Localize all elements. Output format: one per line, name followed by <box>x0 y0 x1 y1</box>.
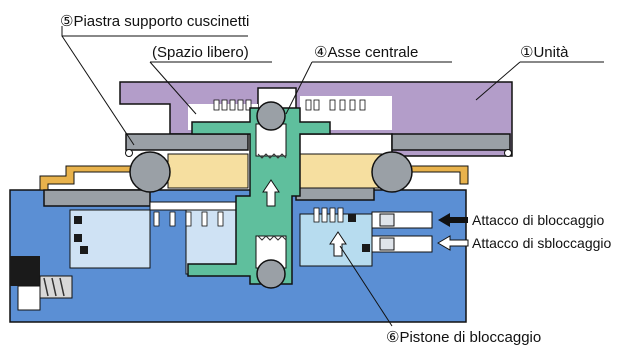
unlock-port-arrow <box>437 235 469 251</box>
lock-port-arrow <box>438 213 468 227</box>
bearing-balls <box>129 151 413 193</box>
label-lock-port: Attacco di bloccaggio <box>472 212 605 228</box>
label-central-axis: ④Asse centrale <box>314 44 418 61</box>
bearing-race <box>149 153 387 211</box>
label-unit: ①Unità <box>520 44 569 61</box>
bearing-support-plates <box>43 133 512 207</box>
label-free-space: (Spazio libero) <box>152 44 249 61</box>
label-unlock-port: Attacco di sbloccaggio <box>472 235 612 251</box>
central-axis <box>187 101 331 289</box>
guide-slots <box>153 207 344 227</box>
label-bearing-plate: ⑤Piastra supporto cuscinetti <box>60 13 249 30</box>
locking-piston <box>329 231 347 257</box>
leader-lines <box>61 26 604 327</box>
label-locking-piston: ⑥Pistone di bloccaggio <box>386 329 541 346</box>
